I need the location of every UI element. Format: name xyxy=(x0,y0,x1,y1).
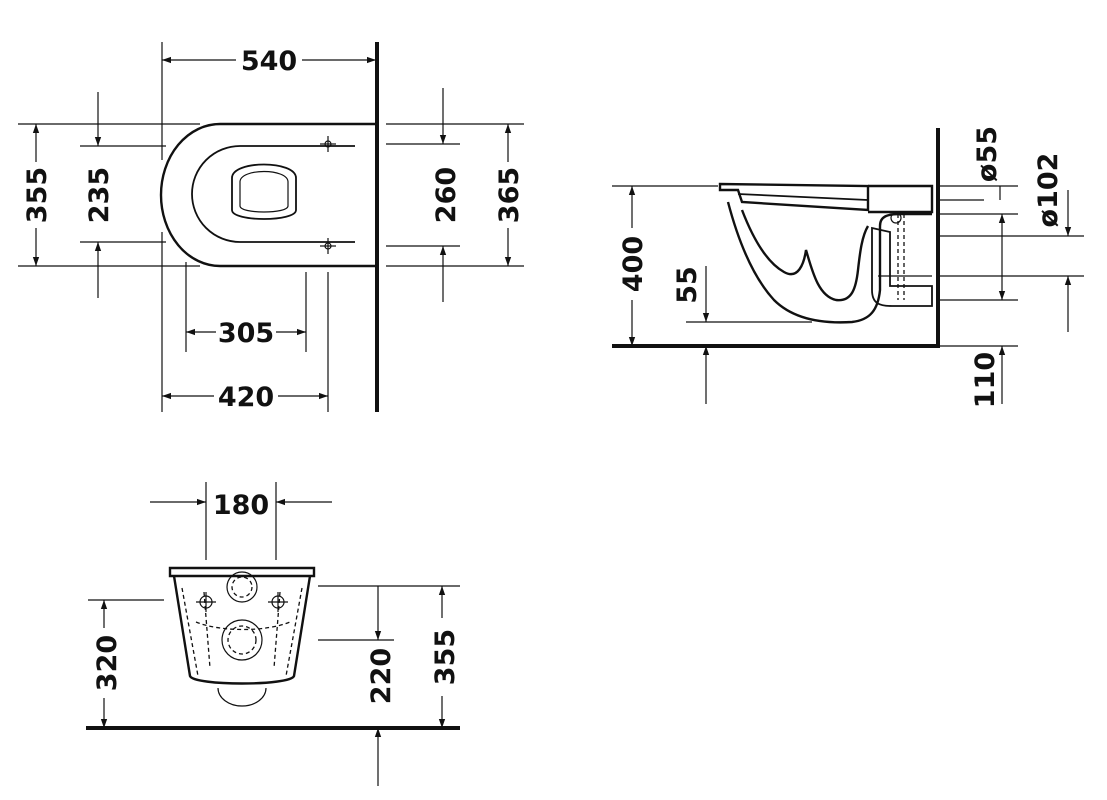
side-outer-shell xyxy=(726,201,932,324)
dim-110: 110 xyxy=(970,352,1001,408)
side-outlet xyxy=(871,226,933,307)
bowl-opening-inner xyxy=(239,171,289,213)
dim-260: 260 xyxy=(431,167,462,223)
outlet-circle xyxy=(221,619,263,661)
side-bowl-trap xyxy=(740,209,870,302)
dim-235: 235 xyxy=(84,167,115,223)
front-body xyxy=(172,575,312,685)
fixing-bolt-right xyxy=(268,592,288,612)
inlet-circle xyxy=(226,571,258,603)
dim-365: 365 xyxy=(494,167,525,223)
wall-bracket xyxy=(868,184,934,214)
bowl-opening xyxy=(231,163,297,220)
dim-320: 320 xyxy=(92,635,123,691)
side-view: 400 55 ø55 ø102 110 xyxy=(612,126,1084,408)
dim-305: 305 xyxy=(218,318,274,349)
dim-d55: ø55 xyxy=(972,126,1003,182)
top-view: 540 355 235 260 365 305 420 xyxy=(18,42,525,413)
dim-355-front: 355 xyxy=(430,629,461,685)
bowl-outline xyxy=(159,122,376,268)
front-view: 180 320 220 355 xyxy=(86,482,461,786)
outlet-pipe xyxy=(217,687,267,707)
dim-d102: ø102 xyxy=(1033,153,1064,228)
seat-outline xyxy=(191,145,355,243)
dim-400: 400 xyxy=(618,236,649,292)
dim-355-top: 355 xyxy=(22,167,53,223)
fixing-bolt-left xyxy=(196,592,216,612)
dim-420: 420 xyxy=(218,382,274,413)
dim-540: 540 xyxy=(241,46,297,77)
dim-220: 220 xyxy=(366,648,397,704)
front-rim xyxy=(168,566,316,578)
fixing-hole-top xyxy=(320,136,336,152)
fixing-hole-bottom xyxy=(320,238,336,254)
dim-55: 55 xyxy=(672,266,703,304)
dim-180: 180 xyxy=(213,490,269,521)
